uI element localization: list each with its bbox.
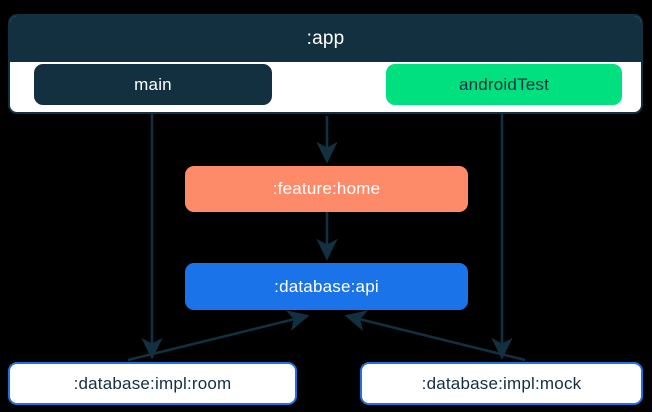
node-database-impl-room-label: :database:impl:room <box>73 373 232 393</box>
cluster-app-body: main androidTest <box>10 62 641 112</box>
edge-database-impl-room-to-database-api <box>127 310 310 362</box>
node-database-api[interactable]: :database:api <box>185 263 468 310</box>
node-database-impl-mock[interactable]: :database:impl:mock <box>360 362 643 405</box>
node-database-impl-mock-label: :database:impl:mock <box>421 373 582 393</box>
edge-database-impl-mock-to-database-api <box>344 310 526 362</box>
node-feature-home[interactable]: :feature:home <box>185 166 468 212</box>
cluster-app-label: :app <box>10 16 641 62</box>
node-main-label: main <box>134 74 172 94</box>
node-database-api-label: :database:api <box>274 276 379 296</box>
node-feature-home-label: :feature:home <box>272 179 381 198</box>
node-database-impl-room[interactable]: :database:impl:room <box>8 362 297 405</box>
node-androidtest[interactable]: androidTest <box>386 64 622 105</box>
node-main[interactable]: main <box>34 64 272 105</box>
cluster-app[interactable]: :app main androidTest <box>8 14 643 114</box>
node-androidtest-label: androidTest <box>458 74 550 94</box>
